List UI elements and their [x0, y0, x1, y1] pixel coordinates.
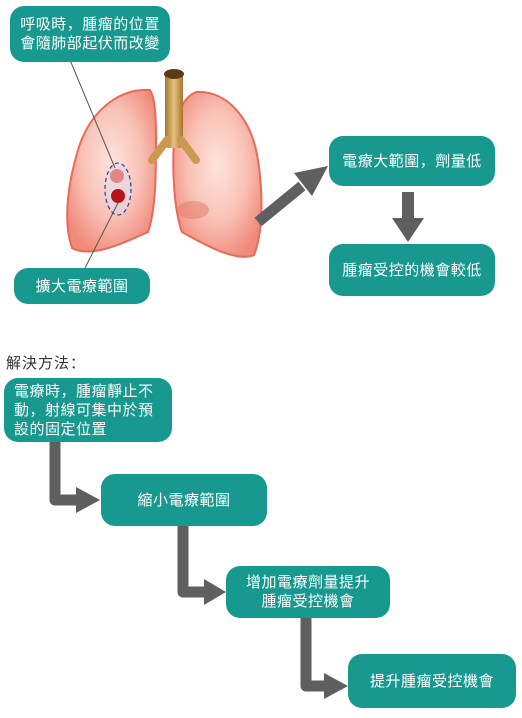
outcome-large-range-text: 電療大範圍，劑量低 — [342, 151, 482, 170]
outcome-low-control: 腫瘤受控的機會較低 — [329, 244, 495, 296]
lung-shadow — [177, 201, 209, 219]
callout-breathing-text: 呼吸時，腫瘤的位置 會隨肺部起伏而改變 — [20, 15, 160, 52]
down-arrow — [392, 192, 424, 242]
solution-heading: 解決方法： — [6, 354, 87, 372]
right-lung — [172, 90, 263, 258]
tumor — [111, 189, 125, 203]
step-arrow-2 — [177, 526, 226, 605]
callout-line-top — [69, 59, 116, 169]
solution-step-2-text: 縮小電療範圍 — [137, 490, 231, 509]
callout-line-bottom — [84, 202, 119, 269]
solution-step-4-text: 提升腫瘤受控機會 — [369, 671, 494, 690]
solution-step-2: 縮小電療範圍 — [101, 474, 267, 526]
diagonal-arrow — [254, 166, 328, 227]
solution-step-1: 電療時，腫瘤靜止不 動，射線可集中於預 設的固定位置 — [4, 378, 172, 442]
solution-step-3: 增加電療劑量提升 腫瘤受控機會 — [226, 566, 390, 618]
solution-step-4: 提升腫瘤受控機會 — [348, 654, 516, 708]
outcome-low-control-text: 腫瘤受控的機會較低 — [342, 260, 482, 279]
lungs-illustration — [66, 69, 263, 258]
step-arrow-3 — [300, 617, 348, 699]
trachea — [165, 70, 183, 148]
trachea-top — [164, 69, 184, 79]
solution-step-1-text: 電療時，腫瘤靜止不 動，射線可集中於預 設的固定位置 — [14, 381, 154, 438]
callout-breathing: 呼吸時，腫瘤的位置 會隨肺部起伏而改變 — [10, 6, 170, 62]
solution-step-3-text: 增加電療劑量提升 腫瘤受控機會 — [245, 573, 370, 610]
tumor-faded — [110, 169, 124, 183]
callout-enlarge-range: 擴大電療範圍 — [14, 268, 150, 304]
callout-enlarge-range-text: 擴大電療範圍 — [35, 276, 129, 295]
bronchi — [148, 136, 200, 164]
step-arrow-1 — [49, 440, 100, 513]
outcome-large-range: 電療大範圍，劑量低 — [329, 136, 495, 186]
